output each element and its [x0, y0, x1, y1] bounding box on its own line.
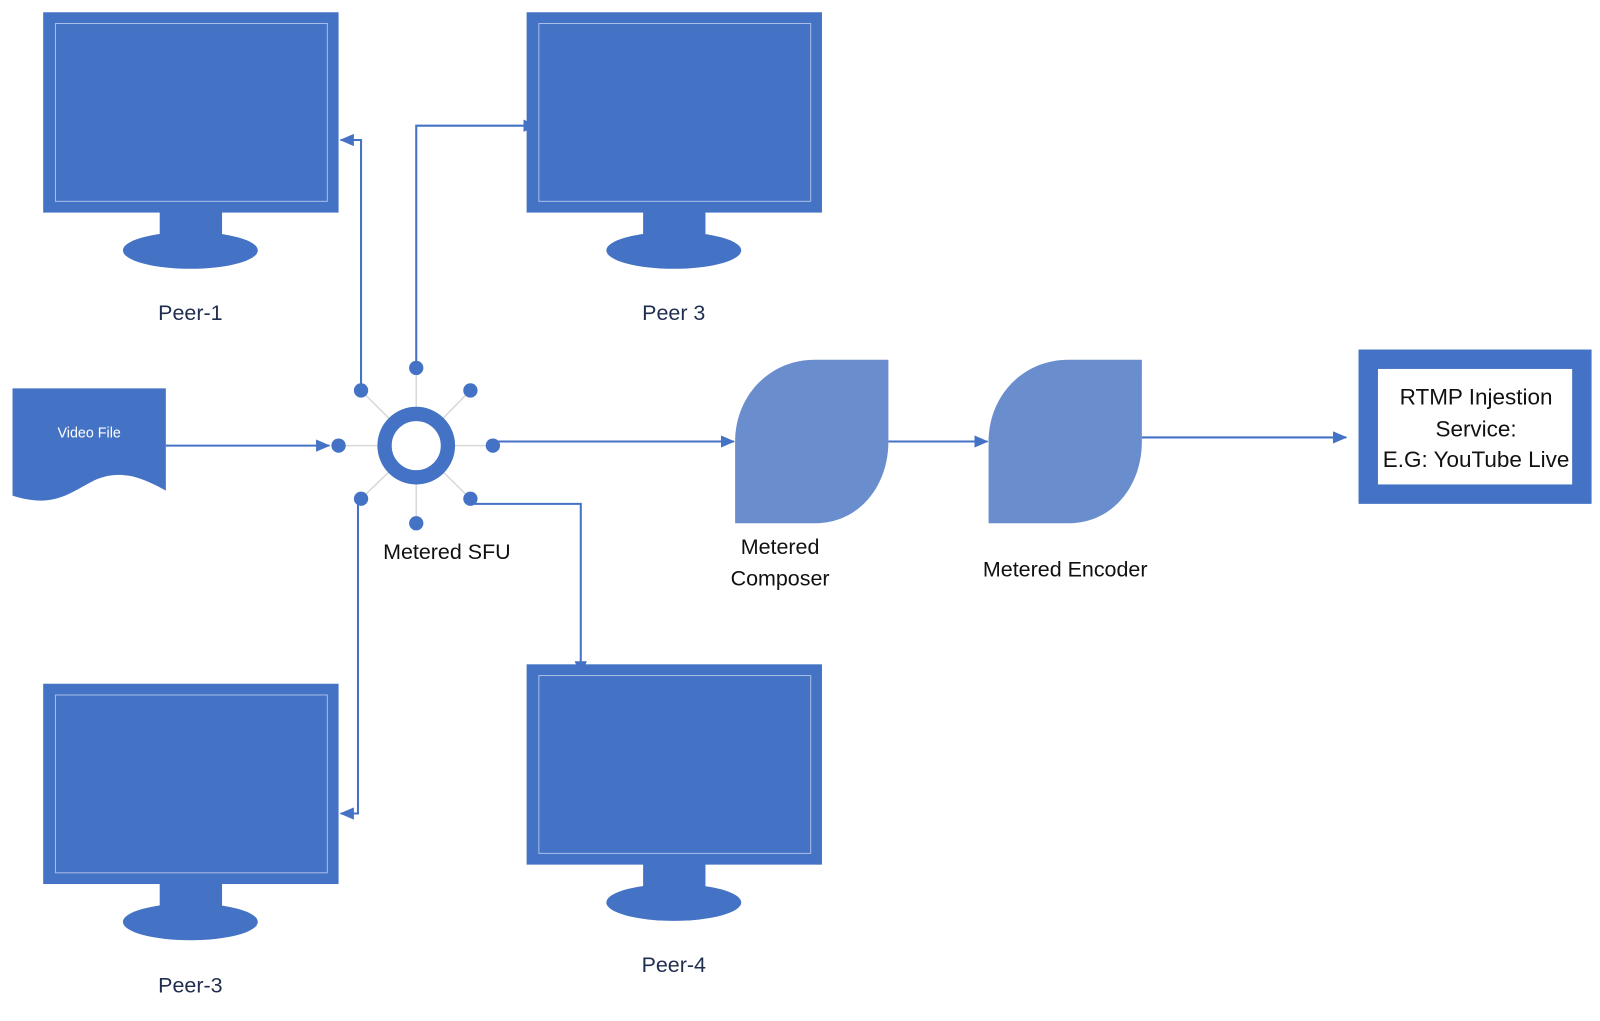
monitor-icon — [43, 12, 339, 269]
monitor-icon — [526, 664, 822, 921]
peer-label: Peer-1 — [158, 301, 222, 325]
edge-sfu-to-peer4 — [470, 502, 587, 676]
monitor-icon — [526, 12, 822, 269]
peer-label: Peer-4 — [642, 953, 706, 977]
composer-node[interactable]: Metered Composer — [731, 359, 889, 591]
composer-label-line2: Composer — [731, 567, 830, 591]
rtmp-line3: E.G: YouTube Live — [1383, 447, 1570, 472]
edge-sfu-to-peer3-bottom — [339, 498, 359, 820]
processor-shape — [988, 359, 1142, 524]
sfu-node[interactable]: Metered SFU — [331, 360, 511, 564]
connectors — [165, 119, 1348, 820]
edge-sfu-to-peer1 — [339, 133, 363, 391]
composer-label-line1: Metered — [741, 535, 820, 559]
rtmp-line2: Service: — [1435, 416, 1516, 441]
monitor-icon — [43, 683, 339, 941]
sfu-label: Metered SFU — [383, 540, 511, 564]
edge-sfu-to-peer3-top — [415, 119, 538, 368]
peer-top-left[interactable]: Peer-1 — [43, 12, 339, 325]
peer-top-right[interactable]: Peer 3 — [526, 12, 822, 325]
peer-bottom-right[interactable]: Peer-4 — [526, 664, 822, 977]
hub-icon — [331, 360, 501, 531]
encoder-label: Metered Encoder — [983, 557, 1148, 581]
video-file-node[interactable]: Video File — [12, 388, 166, 501]
peer-label: Peer 3 — [642, 301, 705, 325]
peer-label: Peer-3 — [158, 973, 222, 997]
rtmp-line1: RTMP Injestion — [1400, 385, 1553, 410]
rtmp-panel — [1377, 368, 1573, 485]
peer-bottom-left[interactable]: Peer-3 — [43, 683, 339, 998]
encoder-node[interactable]: Metered Encoder — [983, 359, 1148, 582]
rtmp-service-node[interactable]: RTMP Injestion Service: E.G: YouTube Liv… — [1358, 349, 1592, 504]
processor-shape — [735, 359, 889, 524]
video-file-label: Video File — [58, 425, 121, 441]
document-icon — [12, 388, 166, 501]
